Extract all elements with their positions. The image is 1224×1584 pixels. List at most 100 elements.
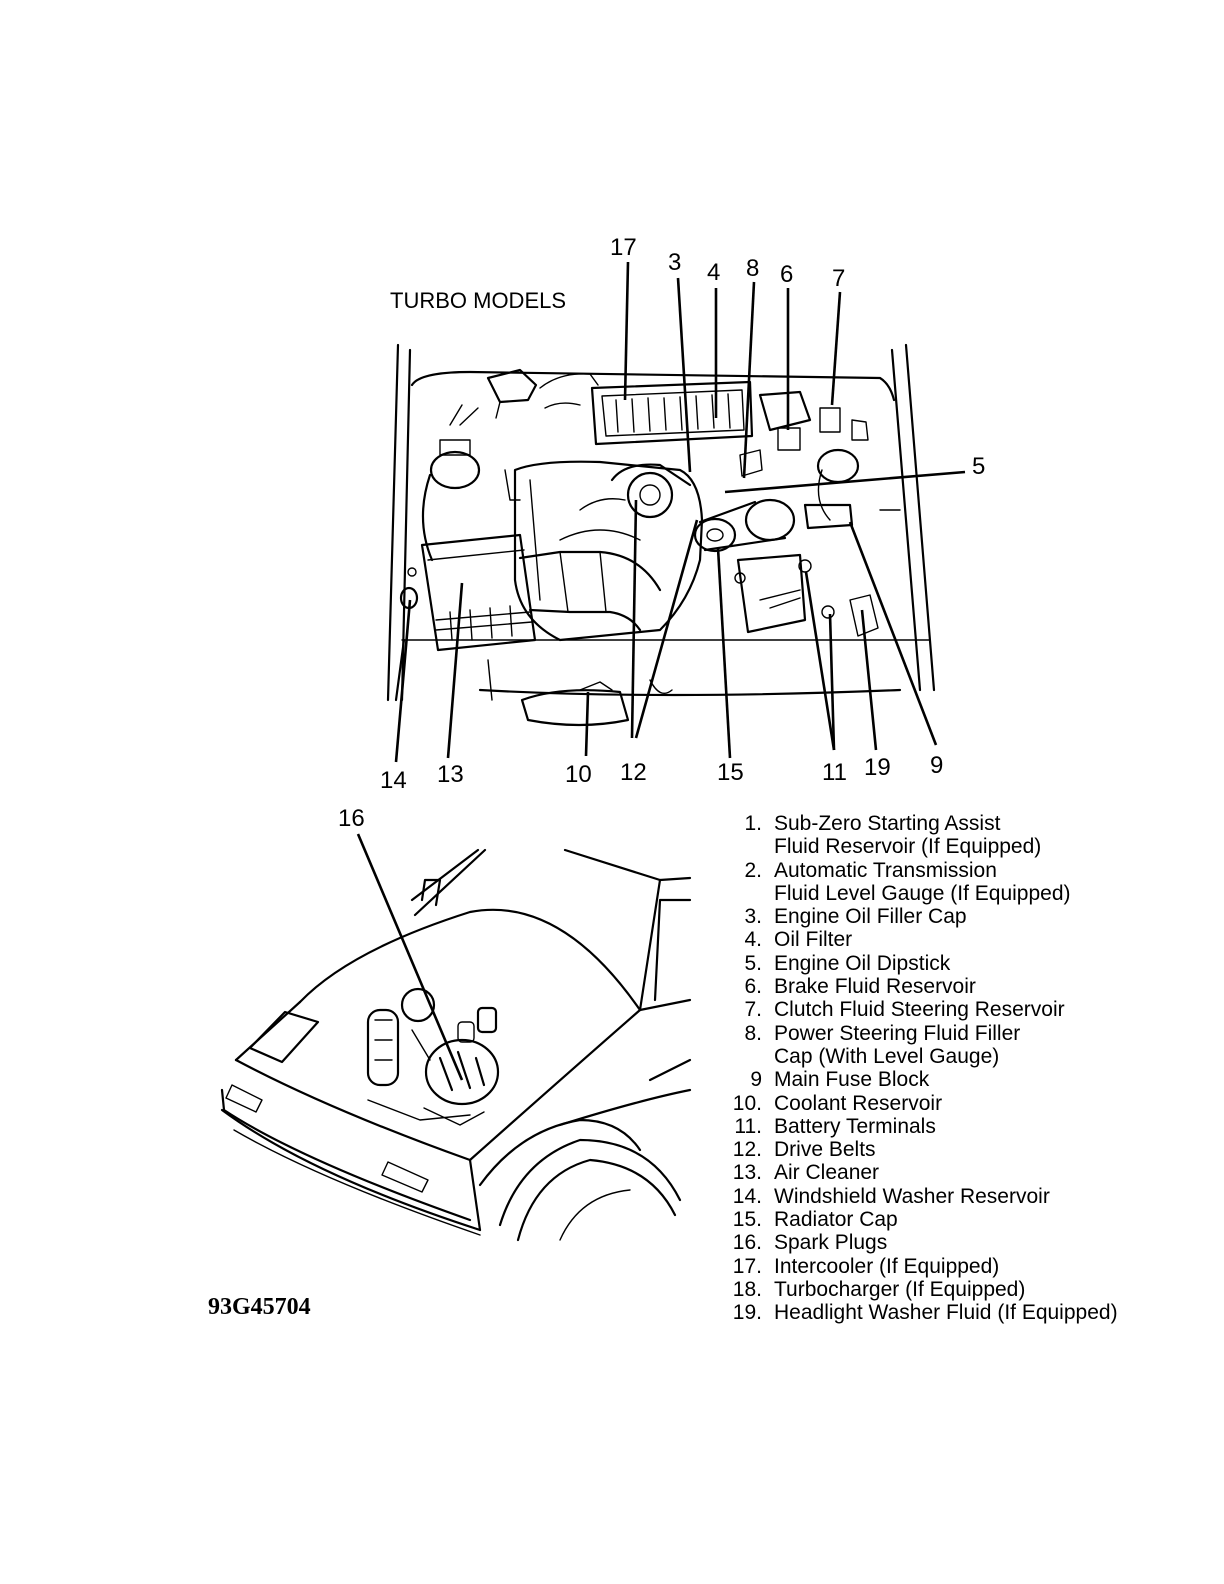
diagram-title: TURBO MODELS xyxy=(390,288,566,313)
callout-11: 11 xyxy=(822,759,847,786)
callout-7: 7 xyxy=(832,265,845,292)
legend-number: 2. xyxy=(744,858,762,882)
legend-number: 10. xyxy=(732,1091,762,1115)
callout-10: 10 xyxy=(565,761,592,788)
legend-number: 5. xyxy=(744,951,762,975)
leader-9 xyxy=(848,521,938,746)
engine-bay-drawing xyxy=(386,343,936,727)
legend-item: 17. Intercooler (If Equipped) xyxy=(712,1255,1192,1278)
legend-item: 1. Sub-Zero Starting Assist xyxy=(712,812,1192,835)
leader-19 xyxy=(860,609,878,751)
leader-14 xyxy=(394,599,412,763)
legend-number xyxy=(712,1045,774,1068)
legend-text: Battery Terminals xyxy=(774,1114,936,1138)
callout-15: 15 xyxy=(717,759,744,786)
legend-item: 15. Radiator Cap xyxy=(712,1208,1192,1231)
legend-text: Fluid Reservoir (If Equipped) xyxy=(774,835,1042,859)
legend-item: 12. Drive Belts xyxy=(712,1138,1192,1161)
callout-8: 8 xyxy=(746,255,759,282)
legend-item: 9 Main Fuse Block xyxy=(712,1068,1192,1091)
callout-13: 13 xyxy=(437,761,464,788)
callout-3: 3 xyxy=(668,249,681,276)
callout-6: 6 xyxy=(780,261,793,288)
legend-item: 14. Windshield Washer Reservoir xyxy=(712,1185,1192,1208)
legend-number: 6. xyxy=(744,975,762,999)
legend-number: 18. xyxy=(732,1277,762,1301)
legend-number: 12. xyxy=(732,1138,762,1162)
legend-number: 1. xyxy=(744,812,762,835)
legend-text: Sub-Zero Starting Assist xyxy=(774,812,1001,835)
legend-item: 3.Engine Oil Filler Cap xyxy=(712,905,1192,928)
callout-16-group: 16 xyxy=(338,805,464,1081)
leader-15 xyxy=(716,547,732,759)
leader-12b xyxy=(634,519,699,739)
legend-text: Engine Oil Dipstick xyxy=(774,951,951,975)
leader-3 xyxy=(676,277,692,473)
legend-number: 4. xyxy=(744,928,762,952)
legend-text: Spark Plugs xyxy=(774,1231,888,1255)
legend-text: Oil Filter xyxy=(774,928,853,952)
legend-number: 3. xyxy=(744,905,762,929)
legend-number xyxy=(712,882,774,905)
legend-number: 14. xyxy=(732,1184,762,1208)
legend-number: 7. xyxy=(744,998,762,1022)
callout-17: 17 xyxy=(610,234,637,261)
callout-leaders-top xyxy=(394,261,966,763)
legend-text: Windshield Washer Reservoir xyxy=(774,1184,1050,1208)
legend-item: 5. Engine Oil Dipstick xyxy=(712,952,1192,975)
legend-number: 19. xyxy=(732,1301,762,1325)
legend-item: 4. Oil Filter xyxy=(712,928,1192,951)
legend-text: Fluid Level Gauge (If Equipped) xyxy=(774,881,1071,905)
leader-5 xyxy=(724,470,966,494)
callout-4: 4 xyxy=(707,259,720,286)
car-front-drawing xyxy=(220,848,692,1242)
leader-13 xyxy=(446,582,464,759)
legend-number: 9 xyxy=(750,1068,762,1092)
legend-text: Brake Fluid Reservoir xyxy=(774,975,976,999)
leader-16 xyxy=(356,833,464,1081)
legend-item: 8. Power Steering Fluid Filler xyxy=(712,1022,1192,1045)
legend-text: Cap (With Level Gauge) xyxy=(774,1044,1000,1068)
legend-text: Coolant Reservoir xyxy=(774,1091,943,1115)
legend-text: Drive Belts xyxy=(774,1138,876,1162)
legend-item: 19.Headlight Washer Fluid (If Equipped) xyxy=(712,1301,1192,1324)
legend-item: 10. Coolant Reservoir xyxy=(712,1092,1192,1115)
callout-19: 19 xyxy=(864,754,891,781)
legend-text: Automatic Transmission xyxy=(774,858,997,882)
callout-labels-top: 17 3 4 8 6 7 5 14 13 10 12 15 11 19 9 xyxy=(380,234,985,794)
legend-item: 11. Battery Terminals xyxy=(712,1115,1192,1138)
callout-12: 12 xyxy=(620,759,647,786)
legend-number: 8. xyxy=(744,1021,762,1045)
legend-item: Fluid Reservoir (If Equipped) xyxy=(712,835,1192,858)
legend-number: 15. xyxy=(732,1208,762,1232)
leader-17 xyxy=(623,261,630,401)
callout-14: 14 xyxy=(380,767,407,794)
callout-16: 16 xyxy=(338,805,365,832)
legend-text: Intercooler (If Equipped) xyxy=(774,1254,1000,1278)
legend-text: Air Cleaner xyxy=(774,1161,880,1185)
legend-item: 7.Clutch Fluid Steering Reservoir xyxy=(712,998,1192,1021)
callout-5: 5 xyxy=(972,453,985,480)
leader-11a xyxy=(804,571,836,751)
legend-item: 13. Air Cleaner xyxy=(712,1161,1192,1184)
legend-item: Cap (With Level Gauge) xyxy=(712,1045,1192,1068)
legend-number: 13. xyxy=(732,1161,762,1185)
legend-number: 11. xyxy=(734,1114,762,1138)
legend-number: 16. xyxy=(732,1231,762,1255)
leader-10 xyxy=(584,691,590,757)
legend-number: 17. xyxy=(732,1254,762,1278)
legend-text: Radiator Cap xyxy=(774,1208,898,1232)
legend-text: Power Steering Fluid Filler xyxy=(774,1021,1021,1045)
legend-text: Turbocharger (If Equipped) xyxy=(774,1277,1026,1301)
leader-8 xyxy=(742,281,756,479)
legend-text: Main Fuse Block xyxy=(774,1068,930,1092)
legend-item: 2. Automatic Transmission xyxy=(712,859,1192,882)
legend-item: Fluid Level Gauge (If Equipped) xyxy=(712,882,1192,905)
legend-item: 16. Spark Plugs xyxy=(712,1231,1192,1254)
figure-code: 93G45704 xyxy=(208,1294,311,1320)
legend-item: 18. Turbocharger (If Equipped) xyxy=(712,1278,1192,1301)
legend-item: 6. Brake Fluid Reservoir xyxy=(712,975,1192,998)
legend-number xyxy=(712,835,774,858)
